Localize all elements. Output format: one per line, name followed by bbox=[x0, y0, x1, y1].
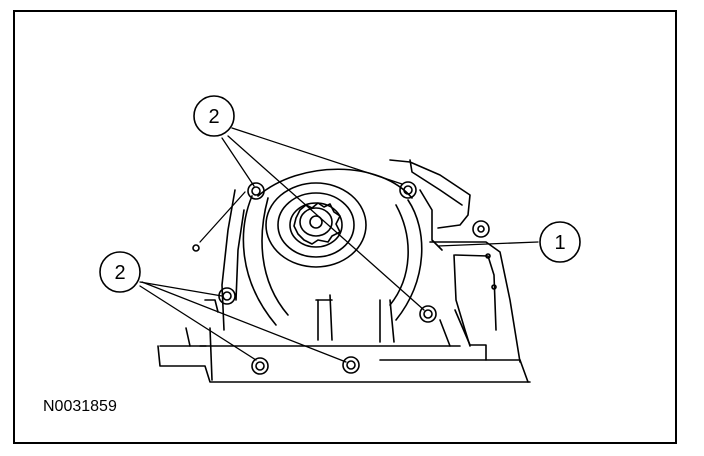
callout-label: 1 bbox=[554, 232, 565, 254]
left-housing bbox=[192, 189, 245, 331]
bolts bbox=[218, 181, 437, 375]
right-housing bbox=[389, 159, 521, 363]
callout-label: 2 bbox=[208, 106, 219, 128]
bolt-lower-right bbox=[419, 305, 437, 323]
leader-lines bbox=[139, 127, 539, 363]
bolt-upper-left bbox=[247, 182, 265, 200]
engine-block bbox=[157, 309, 531, 383]
figure-id-label: N0031859 bbox=[43, 398, 117, 415]
callout-1: 1 bbox=[539, 221, 581, 263]
bolt-lower-left bbox=[251, 357, 269, 375]
callout-2-lower: 2 bbox=[99, 251, 141, 293]
bolt-lower-center bbox=[342, 356, 360, 374]
callout-2-upper: 2 bbox=[193, 95, 235, 137]
bolt-upper-right bbox=[399, 181, 417, 199]
callout-label: 2 bbox=[114, 262, 125, 284]
front-cover bbox=[242, 168, 423, 343]
crankshaft-seal bbox=[265, 182, 367, 268]
